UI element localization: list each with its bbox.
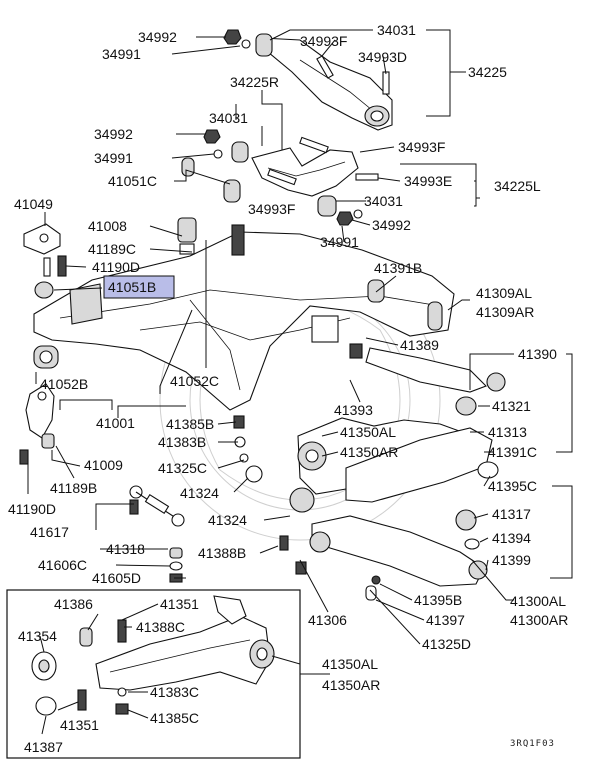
part-label-41605D[interactable]: 41605D [92, 570, 141, 586]
part-label-41388C[interactable]: 41388C [136, 619, 185, 635]
part-label-34225R[interactable]: 34225R [230, 74, 279, 90]
part-label-34991[interactable]: 34991 [320, 234, 359, 250]
left-mount-parts [19, 223, 67, 465]
part-label-41391C[interactable]: 41391C [488, 444, 537, 460]
part-label-41190D[interactable]: 41190D [92, 259, 140, 275]
part-label-41617[interactable]: 41617 [30, 524, 69, 540]
part-label-41354[interactable]: 41354 [18, 628, 57, 644]
part-label-41385C[interactable]: 41385C [150, 710, 199, 726]
part-label-41388B[interactable]: 41388B [198, 545, 246, 561]
part-label-41052C[interactable]: 41052C [170, 373, 219, 389]
part-label-34992[interactable]: 34992 [372, 217, 411, 233]
upper-arm-34225 [223, 29, 393, 131]
part-label-41394[interactable]: 41394 [492, 530, 531, 546]
leader-lines [27, 29, 573, 735]
part-label-41390[interactable]: 41390 [518, 346, 557, 362]
part-label-34991[interactable]: 34991 [102, 46, 141, 62]
part-label-41001[interactable]: 41001 [96, 415, 135, 431]
part-label-34993F[interactable]: 34993F [248, 201, 295, 217]
part-label-34225L[interactable]: 34225L [494, 178, 541, 194]
figure-code: 3RQ1F03 [510, 739, 555, 749]
part-label-34993F[interactable]: 34993F [300, 33, 347, 49]
part-label-34031[interactable]: 34031 [364, 193, 403, 209]
part-label-41008[interactable]: 41008 [88, 218, 127, 234]
part-label-41325C[interactable]: 41325C [158, 460, 207, 476]
part-label-41325D[interactable]: 41325D [422, 636, 471, 652]
part-label-41350AL[interactable]: 41350AL [340, 424, 396, 440]
part-label-41383B[interactable]: 41383B [158, 434, 206, 450]
part-label-41387[interactable]: 41387 [24, 739, 63, 755]
part-label-41317[interactable]: 41317 [492, 506, 531, 522]
part-label-41300AL[interactable]: 41300AL [510, 593, 566, 609]
part-label-34031[interactable]: 34031 [209, 110, 248, 126]
part-label-41399[interactable]: 41399 [492, 552, 531, 568]
inset-knuckle-box [6, 589, 301, 759]
part-label-41190D[interactable]: 41190D [8, 501, 56, 517]
part-label-34993F[interactable]: 34993F [398, 139, 445, 155]
part-label-41385B[interactable]: 41385B [166, 416, 214, 432]
part-label-41383C[interactable]: 41383C [150, 684, 199, 700]
part-label-41395B[interactable]: 41395B [414, 592, 462, 608]
part-label-41324[interactable]: 41324 [208, 512, 247, 528]
part-label-34225[interactable]: 34225 [468, 64, 507, 80]
part-label-41397[interactable]: 41397 [426, 612, 465, 628]
part-label-41300AR[interactable]: 41300AR [510, 612, 568, 628]
part-label-34991[interactable]: 34991 [94, 150, 133, 166]
part-label-41051C[interactable]: 41051C [108, 173, 157, 189]
part-label-41351[interactable]: 41351 [60, 717, 99, 733]
part-label-41321[interactable]: 41321 [492, 398, 531, 414]
part-label-41350AR[interactable]: 41350AR [340, 444, 398, 460]
part-label-41313[interactable]: 41313 [488, 424, 527, 440]
part-label-41049[interactable]: 41049 [14, 196, 53, 212]
part-label-41051B-highlighted[interactable]: 41051B [108, 279, 156, 295]
part-label-41395C[interactable]: 41395C [488, 478, 537, 494]
part-label-41309AR[interactable]: 41309AR [476, 304, 534, 320]
part-labels: 34992 34991 34031 34993F 34993D 34225 34… [8, 22, 568, 755]
part-label-41389[interactable]: 41389 [400, 337, 439, 353]
part-label-41306[interactable]: 41306 [308, 612, 347, 628]
part-label-41391B[interactable]: 41391B [374, 260, 422, 276]
upper-arm-34225R-34225L [203, 129, 379, 226]
part-label-34993D[interactable]: 34993D [358, 49, 407, 65]
highlighted-part-box [103, 275, 175, 299]
part-label-41009[interactable]: 41009 [84, 457, 123, 473]
part-label-41189C[interactable]: 41189C [88, 241, 136, 257]
part-label-41606C[interactable]: 41606C [38, 557, 87, 573]
part-label-41052B[interactable]: 41052B [40, 376, 88, 392]
part-label-41318[interactable]: 41318 [106, 541, 145, 557]
part-label-34992[interactable]: 34992 [94, 126, 133, 142]
lower-control-arms [233, 343, 506, 601]
part-label-41324[interactable]: 41324 [180, 485, 219, 501]
part-label-41386[interactable]: 41386 [54, 596, 93, 612]
part-label-41189B[interactable]: 41189B [50, 480, 97, 496]
part-label-41350AL[interactable]: 41350AL [322, 656, 378, 672]
toe-link-41617 [129, 485, 185, 583]
part-label-41309AL[interactable]: 41309AL [476, 285, 532, 301]
part-label-34031[interactable]: 34031 [377, 22, 416, 38]
part-label-41393[interactable]: 41393 [334, 402, 373, 418]
part-label-41351[interactable]: 41351 [160, 596, 199, 612]
part-label-41350AR[interactable]: 41350AR [322, 677, 380, 693]
part-label-34992[interactable]: 34992 [138, 29, 177, 45]
part-label-34993E[interactable]: 34993E [404, 173, 452, 189]
